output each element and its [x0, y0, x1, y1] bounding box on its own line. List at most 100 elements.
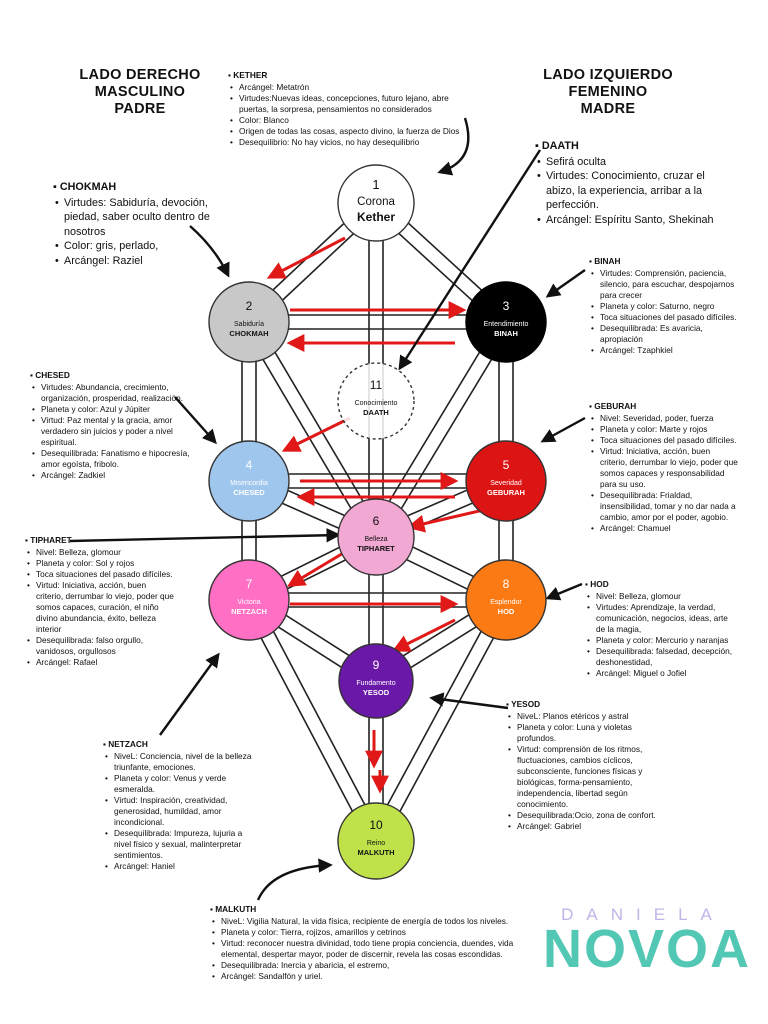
- logo-title: NOVOA: [543, 919, 752, 979]
- box-item: Sefirá oculta: [537, 155, 720, 170]
- sefira-circle: [208, 440, 290, 522]
- sefira-hebrew-name: BINAH: [494, 329, 518, 338]
- box-item: Nivel: Belleza, glomour: [587, 591, 737, 602]
- box-item: Planeta y color: Sol y rojos: [27, 558, 175, 569]
- red-arrows-layer: [266, 236, 506, 794]
- box-list: NiveL: Planos etéricos y astralPlaneta y…: [506, 711, 666, 832]
- box-item: Arcángel: Zadkiel: [32, 470, 190, 481]
- heading-line: MADRE: [580, 101, 636, 117]
- box-item: Desequilibrada:Ocio, zona de confort.: [508, 810, 666, 821]
- tree-path-line: [254, 596, 383, 839]
- sefira-name: Esplendor: [490, 599, 522, 606]
- box-list: NiveL: Conciencia, nivel de la belleza t…: [103, 751, 258, 872]
- box-chesed: CHESEDVirtudes: Abundancia, crecimiento,…: [30, 370, 190, 481]
- box-title: TIPHARET: [25, 535, 175, 546]
- box-item: Nivel: Severidad, poder, fuerza: [591, 413, 739, 424]
- sefira-circle: [465, 559, 547, 641]
- sefira-name: Misericordia: [230, 480, 268, 487]
- tree-path-line: [381, 325, 513, 542]
- box-item: Arcángel: Miguel o Jofiel: [587, 668, 737, 679]
- box-item: Planeta y color: Venus y verde esmeralda…: [105, 773, 258, 795]
- box-item: Arcángel: Chamuel: [591, 523, 739, 534]
- box-item: Planeta y color: Saturno, negro: [591, 301, 739, 312]
- box-list: Nivel: Severidad, poder, fuerzaPlaneta y…: [589, 413, 739, 534]
- box-yesod: YESODNiveL: Planos etéricos y astralPlan…: [506, 699, 666, 832]
- sefira-name: Entendimiento: [484, 321, 529, 328]
- box-item: Virtudes:Nuevas ideas, concepciones, fut…: [230, 93, 478, 115]
- box-list: Nivel: Belleza, glomourVirtudes: Aprendi…: [585, 591, 737, 679]
- box-item: Planeta y color: Tierra, rojizos, amaril…: [212, 927, 535, 938]
- box-item: Toca situaciones del pasado difíciles.: [591, 435, 739, 446]
- box-malkuth: MALKUTHNiveL: Vigilia Natural, la vida f…: [210, 904, 535, 982]
- box-item: Virtud: Iniciativa, acción, buen criteri…: [591, 446, 739, 490]
- sefira-circle: [338, 643, 414, 719]
- box-item: Color: gris, perlado,: [55, 239, 213, 254]
- box-item: Planeta y color: Azul y Júpiter: [32, 404, 190, 415]
- heading-line: PADRE: [114, 101, 166, 117]
- box-item: Desequilibrada: Inercia y abaricia, el e…: [212, 960, 535, 971]
- sefira-circle: [208, 281, 290, 363]
- sefira-number: 5: [503, 458, 510, 472]
- sefira-circle: [337, 362, 415, 440]
- sefira-hebrew-name: GEBURAH: [487, 488, 525, 497]
- sefira-hebrew-name: CHOKMAH: [229, 329, 268, 338]
- flow-arrow: [281, 416, 351, 452]
- sefira-number: 4: [246, 458, 253, 472]
- box-title: GEBURAH: [589, 401, 739, 412]
- sefira-circle: [465, 281, 547, 363]
- box-item: Desequilibrada: Fanatismo e hipocresía, …: [32, 448, 190, 470]
- sefira-number: 9: [373, 658, 380, 672]
- sefira-circle: [337, 498, 415, 576]
- box-title: CHESED: [30, 370, 190, 381]
- box-geburah: GEBURAHNivel: Severidad, poder, fuerzaPl…: [589, 401, 739, 534]
- sefira-name: Fundamento: [356, 680, 395, 687]
- tree-path-line: [242, 325, 371, 541]
- box-list: Sefirá ocultaVirtudes: Conocimiento, cru…: [535, 155, 720, 228]
- tree-path-line: [381, 602, 513, 845]
- logo-subtitle: DANIELA: [561, 905, 725, 924]
- box-item: Virtudes: Conocimiento, cruzar el abizo,…: [537, 169, 720, 213]
- sefira-hebrew-name: Kether: [357, 210, 395, 224]
- box-item: Toca situaciones del pasado difíciles.: [27, 569, 175, 580]
- box-item: Arcángel: Espíritu Santo, Shekinah: [537, 213, 720, 228]
- pointer-arrow: [545, 269, 586, 298]
- box-item: NiveL: Planos etéricos y astral: [508, 711, 666, 722]
- box-item: Arcángel: Rafael: [27, 657, 175, 668]
- box-item: Desequilibrada: falsedad, decepción, des…: [587, 646, 737, 668]
- box-item: Planeta y color: Mercurio y naranjas: [587, 635, 737, 646]
- heading-line: LADO IZQUIERDO: [543, 67, 673, 83]
- pointer-arrow: [429, 692, 509, 710]
- sefira-hebrew-name: DAATH: [363, 408, 389, 417]
- box-item: Color: Blanco: [230, 115, 478, 126]
- box-list: Virtudes: Abundancia, crecimiento, organ…: [30, 382, 190, 481]
- box-item: Virtudes: Sabiduría, devoción, piedad, s…: [55, 196, 213, 240]
- box-item: Virtudes: Abundancia, crecimiento, organ…: [32, 382, 190, 404]
- sefira-name: Corona: [357, 196, 395, 208]
- box-binah: BINAHVirtudes: Comprensión, paciencia, s…: [589, 256, 739, 356]
- box-item: Desequilibrada: Impureza, lujuria a nive…: [105, 828, 258, 861]
- box-item: Desequilibrada: Es avaricia, apropiación: [591, 323, 739, 345]
- box-item: Toca situaciones del pasado difíciles.: [591, 312, 739, 323]
- sefira-name: Sabiduría: [234, 321, 264, 328]
- box-item: Virtud: comprensión de los ritmos, fluct…: [508, 744, 666, 810]
- box-list: Virtudes: Comprensión, paciencia, silenc…: [589, 268, 739, 356]
- sefirot-layer: 1CoronaKether2SabiduríaCHOKMAH3Entendimi…: [208, 164, 547, 880]
- sefira-circle: [208, 559, 290, 641]
- heading-left-side: LADO IZQUIERDO FEMENINO MADRE: [528, 67, 688, 118]
- box-title: CHOKMAH: [53, 180, 213, 195]
- heading-line: FEMENINO: [568, 84, 648, 100]
- sefira-hebrew-name: MALKUTH: [357, 848, 394, 857]
- sefira-number: 7: [246, 577, 253, 591]
- sefira-number: 8: [503, 577, 510, 591]
- box-item: Arcángel: Raziel: [55, 254, 213, 269]
- box-item: NiveL: Conciencia, nivel de la belleza t…: [105, 751, 258, 773]
- sefira-circle: [337, 802, 415, 880]
